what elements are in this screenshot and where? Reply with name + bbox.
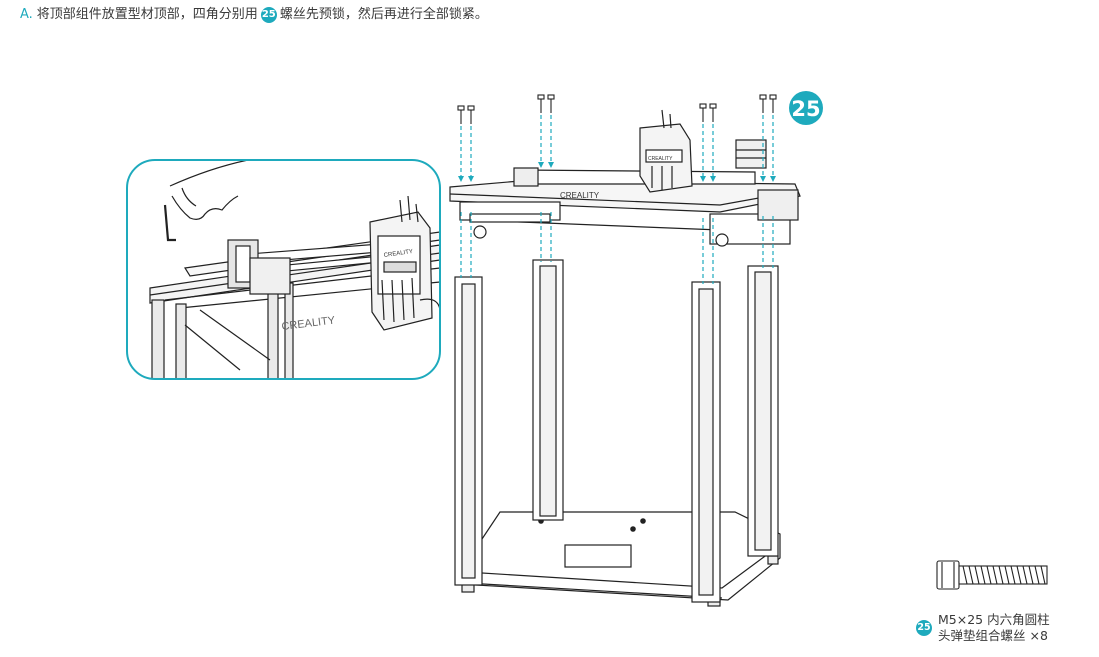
part-badge-icon: 25 [916,620,932,636]
instruction-text-before: 将顶部组件放置型材顶部，四角分别用 [36,7,258,22]
printer-frame [449,109,801,607]
screw-part-icon [936,560,1048,590]
frame-logo: CREALITY [560,191,600,200]
screw-icon [537,94,555,113]
screw-icon [759,94,777,113]
callout-badge-icon [789,91,823,125]
screw-badge-icon: 25 [260,7,277,23]
screw-icon [699,103,717,122]
part-label: 25 M5×25 内六角圆柱 头弹垫组合螺丝 ×8 [916,612,1050,644]
detail-callout: CREALITY CREALITY [126,159,441,380]
callout-badge-label: 25 [791,97,820,121]
detail-head-logo: CREALITY [383,249,413,259]
instruction-text: A. 将顶部组件放置型材顶部，四角分别用 25 螺丝先预锁，然后再进行全部锁紧。 [20,6,488,24]
instruction-text-after: 螺丝先预锁，然后再进行全部锁紧。 [279,7,488,22]
part-spec-line1: M5×25 内六角圆柱 [938,612,1050,627]
part-spec-line2: 头弹垫组合螺丝 ×8 [938,628,1048,643]
screw-icon [457,105,475,124]
guide-lines [460,115,774,284]
head-logo: CREALITY [648,156,673,162]
detail-callout-border [126,159,441,380]
guide-arrows [458,162,776,182]
screws [457,94,777,124]
step-letter: A. [20,7,33,22]
